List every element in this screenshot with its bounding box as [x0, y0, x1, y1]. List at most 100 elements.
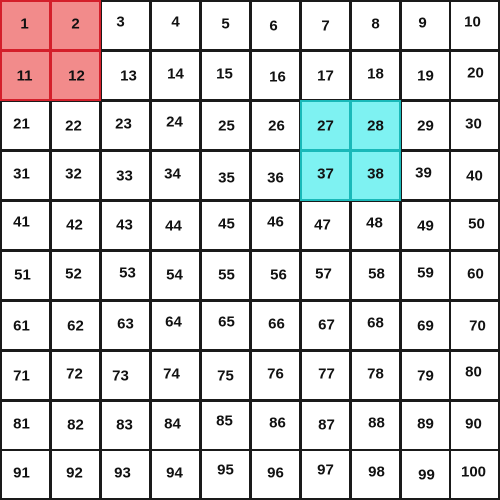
grid-cell-1[interactable]: 1	[0, 0, 51, 51]
grid-cell-79[interactable]: 79	[400, 350, 451, 401]
grid-cell-84[interactable]: 84	[150, 400, 201, 451]
grid-cell-60[interactable]: 60	[449, 250, 500, 301]
grid-cell-57[interactable]: 57	[300, 250, 351, 301]
grid-cell-20[interactable]: 20	[449, 50, 500, 101]
grid-cell-43[interactable]: 43	[100, 200, 151, 251]
grid-cell-2[interactable]: 2	[50, 0, 101, 51]
grid-cell-51[interactable]: 51	[0, 250, 51, 301]
grid-cell-90[interactable]: 90	[449, 400, 500, 451]
grid-cell-69[interactable]: 69	[400, 300, 451, 351]
grid-cell-42[interactable]: 42	[50, 200, 101, 251]
grid-cell-71[interactable]: 71	[0, 350, 51, 401]
grid-cell-15[interactable]: 15	[200, 50, 251, 101]
grid-cell-78[interactable]: 78	[350, 350, 401, 401]
grid-cell-62[interactable]: 62	[50, 300, 101, 351]
grid-cell-52[interactable]: 52	[50, 250, 101, 301]
grid-cell-18[interactable]: 18	[350, 50, 401, 101]
grid-cell-99[interactable]: 99	[400, 449, 451, 500]
grid-cell-87[interactable]: 87	[300, 400, 351, 451]
grid-cell-21[interactable]: 21	[0, 100, 51, 151]
grid-cell-92[interactable]: 92	[50, 449, 101, 500]
grid-cell-45[interactable]: 45	[200, 200, 251, 251]
grid-cell-73[interactable]: 73	[100, 350, 151, 401]
grid-cell-88[interactable]: 88	[350, 400, 401, 451]
grid-cell-36[interactable]: 36	[250, 150, 301, 201]
grid-cell-23[interactable]: 23	[100, 100, 151, 151]
grid-cell-44[interactable]: 44	[150, 200, 201, 251]
grid-cell-17[interactable]: 17	[300, 50, 351, 101]
grid-cell-7[interactable]: 7	[300, 0, 351, 51]
grid-cell-30[interactable]: 30	[449, 100, 500, 151]
grid-cell-28[interactable]: 28	[350, 100, 401, 151]
grid-cell-37[interactable]: 37	[300, 150, 351, 201]
grid-cell-74[interactable]: 74	[150, 350, 201, 401]
grid-cell-63[interactable]: 63	[100, 300, 151, 351]
grid-cell-19[interactable]: 19	[400, 50, 451, 101]
grid-cell-98[interactable]: 98	[350, 449, 401, 500]
grid-cell-5[interactable]: 5	[200, 0, 251, 51]
grid-cell-13[interactable]: 13	[100, 50, 151, 101]
grid-cell-47[interactable]: 47	[300, 200, 351, 251]
grid-cell-4[interactable]: 4	[150, 0, 201, 51]
grid-cell-34[interactable]: 34	[150, 150, 201, 201]
grid-cell-85[interactable]: 85	[200, 400, 251, 451]
grid-cell-68[interactable]: 68	[350, 300, 401, 351]
grid-cell-8[interactable]: 8	[350, 0, 401, 51]
grid-cell-72[interactable]: 72	[50, 350, 101, 401]
grid-cell-39[interactable]: 39	[400, 150, 451, 201]
grid-cell-93[interactable]: 93	[100, 449, 151, 500]
grid-cell-33[interactable]: 33	[100, 150, 151, 201]
grid-cell-24[interactable]: 24	[150, 100, 201, 151]
grid-cell-22[interactable]: 22	[50, 100, 101, 151]
grid-cell-50[interactable]: 50	[449, 200, 500, 251]
grid-cell-97[interactable]: 97	[300, 449, 351, 500]
grid-cell-80[interactable]: 80	[449, 350, 500, 401]
grid-cell-82[interactable]: 82	[50, 400, 101, 451]
grid-cell-75[interactable]: 75	[200, 350, 251, 401]
grid-cell-56[interactable]: 56	[250, 250, 301, 301]
grid-cell-59[interactable]: 59	[400, 250, 451, 301]
grid-cell-6[interactable]: 6	[250, 0, 301, 51]
grid-cell-29[interactable]: 29	[400, 100, 451, 151]
grid-cell-95[interactable]: 95	[200, 449, 251, 500]
grid-cell-9[interactable]: 9	[400, 0, 451, 51]
grid-cell-86[interactable]: 86	[250, 400, 301, 451]
grid-cell-46[interactable]: 46	[250, 200, 301, 251]
grid-cell-89[interactable]: 89	[400, 400, 451, 451]
grid-cell-40[interactable]: 40	[449, 150, 500, 201]
grid-cell-58[interactable]: 58	[350, 250, 401, 301]
grid-cell-83[interactable]: 83	[100, 400, 151, 451]
grid-cell-49[interactable]: 49	[400, 200, 451, 251]
grid-cell-48[interactable]: 48	[350, 200, 401, 251]
grid-cell-66[interactable]: 66	[250, 300, 301, 351]
grid-cell-3[interactable]: 3	[100, 0, 151, 51]
grid-cell-55[interactable]: 55	[200, 250, 251, 301]
grid-cell-70[interactable]: 70	[449, 300, 500, 351]
grid-cell-77[interactable]: 77	[300, 350, 351, 401]
grid-cell-91[interactable]: 91	[0, 449, 51, 500]
grid-cell-94[interactable]: 94	[150, 449, 201, 500]
grid-cell-100[interactable]: 100	[449, 449, 500, 500]
grid-cell-14[interactable]: 14	[150, 50, 201, 101]
grid-cell-16[interactable]: 16	[250, 50, 301, 101]
grid-cell-32[interactable]: 32	[50, 150, 101, 201]
grid-cell-53[interactable]: 53	[100, 250, 151, 301]
grid-cell-31[interactable]: 31	[0, 150, 51, 201]
grid-cell-64[interactable]: 64	[150, 300, 201, 351]
grid-cell-54[interactable]: 54	[150, 250, 201, 301]
grid-cell-38[interactable]: 38	[350, 150, 401, 201]
grid-cell-27[interactable]: 27	[300, 100, 351, 151]
grid-cell-65[interactable]: 65	[200, 300, 251, 351]
grid-cell-96[interactable]: 96	[250, 449, 301, 500]
grid-cell-76[interactable]: 76	[250, 350, 301, 401]
grid-cell-10[interactable]: 10	[449, 0, 500, 51]
grid-cell-11[interactable]: 11	[0, 50, 51, 101]
grid-cell-67[interactable]: 67	[300, 300, 351, 351]
grid-cell-41[interactable]: 41	[0, 200, 51, 251]
grid-cell-26[interactable]: 26	[250, 100, 301, 151]
grid-cell-25[interactable]: 25	[200, 100, 251, 151]
grid-cell-61[interactable]: 61	[0, 300, 51, 351]
grid-cell-35[interactable]: 35	[200, 150, 251, 201]
grid-cell-12[interactable]: 12	[50, 50, 101, 101]
grid-cell-81[interactable]: 81	[0, 400, 51, 451]
